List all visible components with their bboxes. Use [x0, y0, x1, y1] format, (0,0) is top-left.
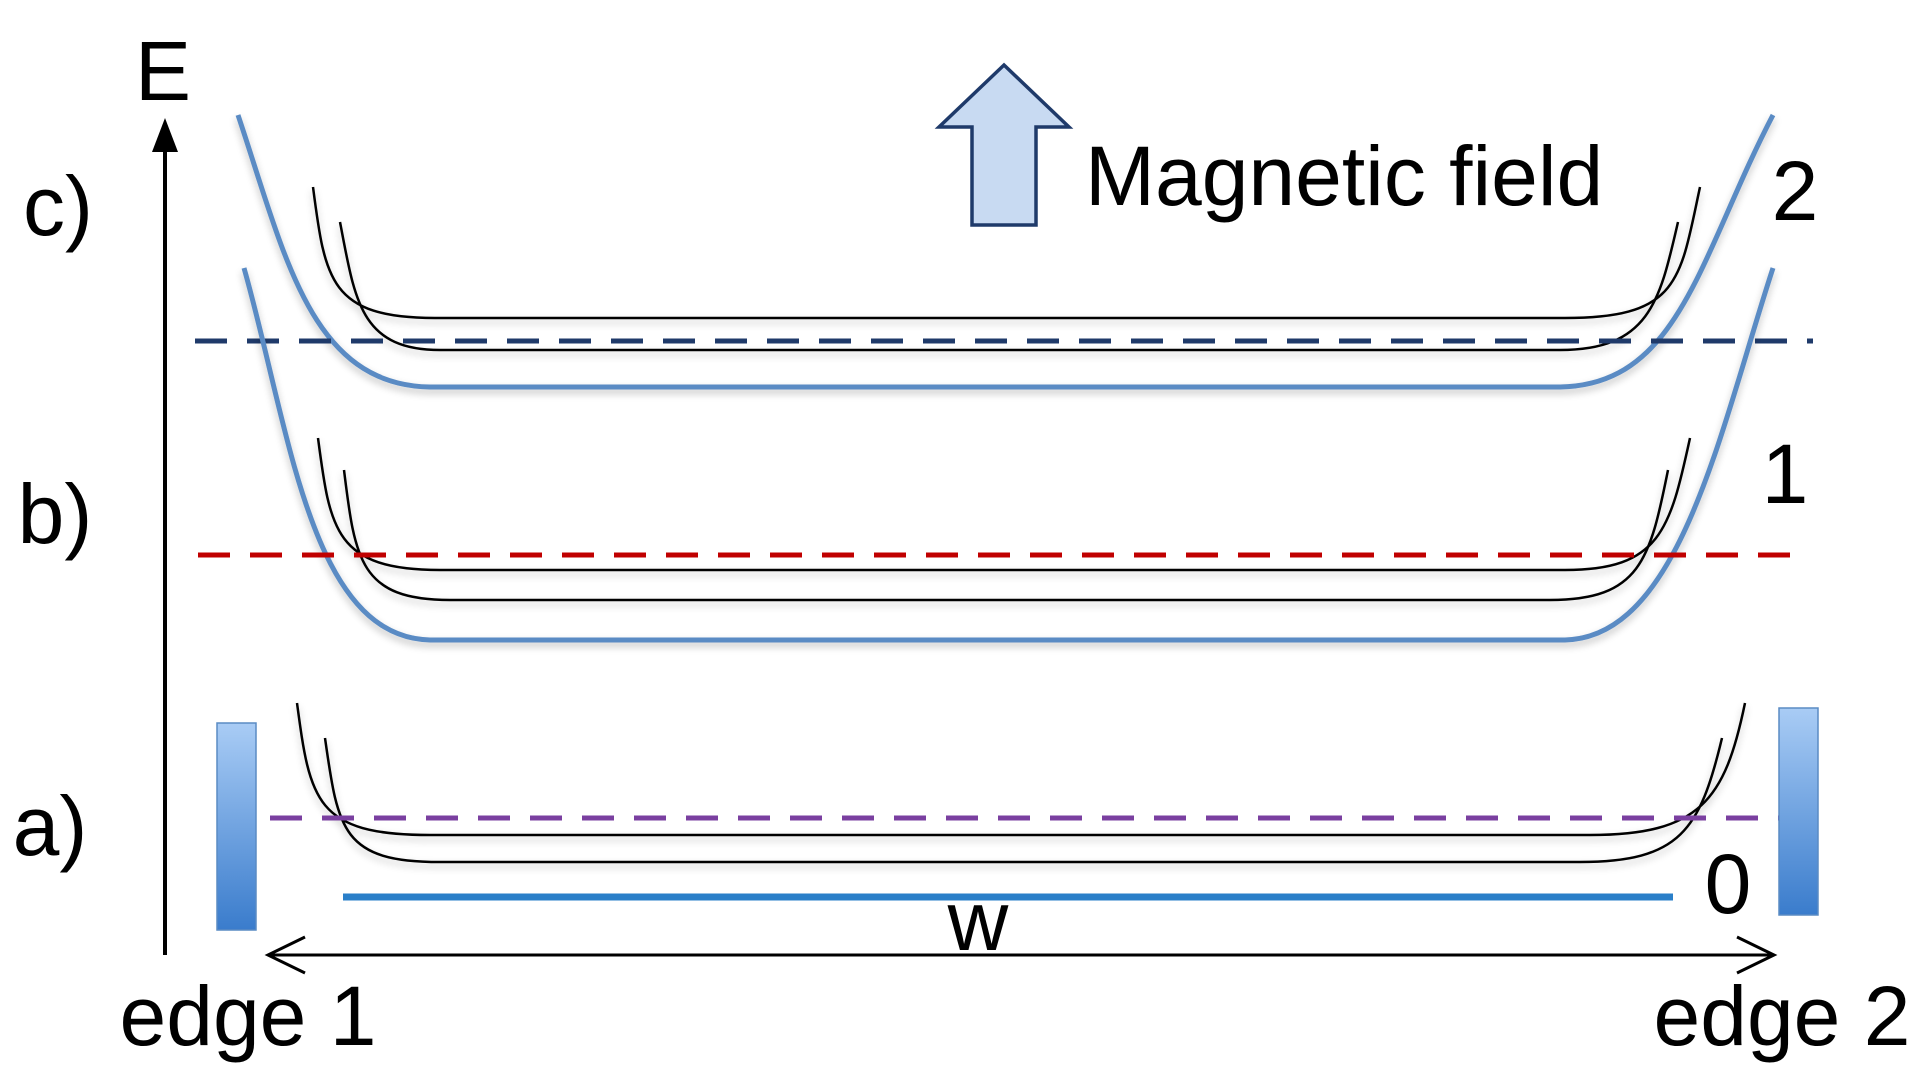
band-c: [235, 113, 1776, 390]
level-label-2: 2: [1772, 144, 1819, 238]
width-label: w: [947, 874, 1009, 968]
energy-axis-label: E: [135, 24, 191, 118]
width-arrow-icon: [264, 935, 1778, 975]
band-c-inner-curve-1: [311, 186, 1702, 320]
band-c-outer-curve: [235, 113, 1776, 390]
magnetic-field-arrow-icon: [934, 62, 1074, 227]
band-b-inner-curve-1: [316, 437, 1692, 572]
edge-label-2: edge 2: [1654, 969, 1911, 1063]
panel-label-c: c): [23, 159, 93, 253]
band-a-inner-curve-1: [295, 702, 1747, 837]
band-a: [295, 702, 1747, 864]
panel-label-a: a): [13, 779, 88, 873]
level-label-0: 0: [1705, 837, 1752, 931]
contact-edge-1: [216, 722, 257, 931]
band-a-inner-curve-2: [323, 737, 1724, 864]
level-label-1: 1: [1762, 427, 1809, 521]
contact-edge-2: [1778, 707, 1819, 916]
band-b-outer-curve: [241, 267, 1776, 643]
band-b: [241, 267, 1776, 643]
magnetic-field-label: Magnetic field: [1085, 129, 1603, 223]
panel-label-b: b): [18, 467, 93, 561]
band-c-inner-curve-2: [338, 221, 1680, 352]
energy-axis-arrowhead-icon: [152, 118, 178, 152]
edge-label-1: edge 1: [120, 969, 377, 1063]
band-b-inner-curve-2: [342, 469, 1670, 602]
